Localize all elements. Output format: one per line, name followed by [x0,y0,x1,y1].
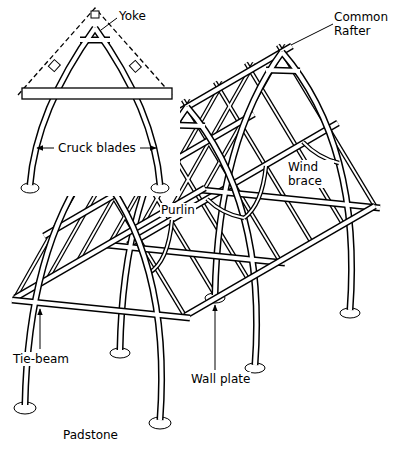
part-label: Purlin [160,203,196,217]
roof-outline [18,8,172,95]
part-label: Cruck blades [57,141,137,155]
purlin-section [48,60,60,72]
leader-arrow [140,148,156,149]
cruck-truss [12,162,190,420]
cruck-truss [12,162,190,420]
part-label: Common Rafter [333,10,397,38]
purlin-section [129,60,141,72]
section-inset [0,0,180,196]
part-label: Wall plate [190,372,251,386]
part-label: Wind brace [287,160,334,188]
tie-beam [22,88,172,99]
part-label: Yoke [118,9,147,23]
leader-line [291,24,333,45]
part-label: Tie-beam [12,352,70,366]
cruck-blades [30,28,160,185]
leaders [40,24,333,370]
leader-arrow [215,305,216,370]
leader-arrow [40,309,41,349]
ridge-section [91,11,99,18]
leader-line [101,18,117,30]
part-label: Padstone [62,428,119,442]
leader-arrow [37,148,54,149]
cruck-blades [30,28,160,185]
